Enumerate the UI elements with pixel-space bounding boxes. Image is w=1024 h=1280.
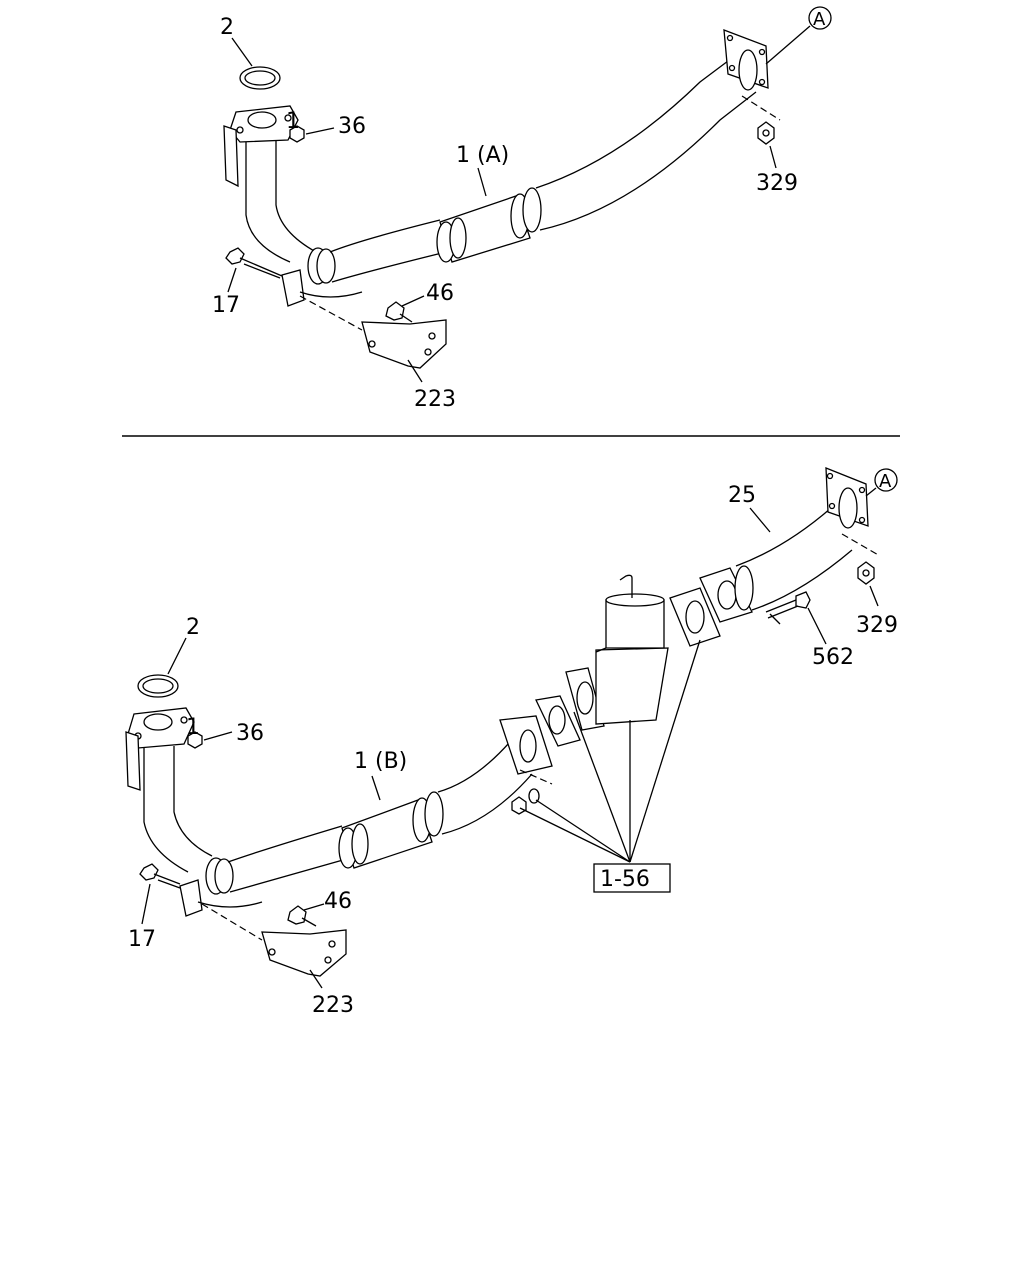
bottom-label-one: 1 [186,715,200,740]
top-label-one: 1 [286,109,300,134]
bottom-ref-a: A [879,471,892,492]
top-label-nut-329: 329 [756,171,798,196]
top-bracket-223 [361,319,447,369]
bottom-catalytic-converter [338,791,444,869]
bottom-label-pipe-1b: 1 (B) [354,749,407,774]
bottom-gasket-ring [137,674,179,698]
bottom-bolt-46 [287,905,317,927]
bottom-label-bolt-46: 46 [324,889,352,914]
bottom-exhaust-brake-unit [595,574,669,725]
bottom-assembly: 2 1 36 1 (B) 25 A 329 562 1-56 17 46 223 [125,467,898,1018]
top-ref-a: A [813,9,826,30]
bottom-gasket-plate-2 [565,667,605,731]
top-main-pipe [329,219,441,253]
bottom-bolt-17 [139,863,181,889]
top-nut-329 [757,121,775,145]
bottom-rear-flange [825,467,869,529]
bottom-front-flange [125,707,195,791]
bottom-ref-box [593,863,671,893]
top-catalytic-converter [436,187,542,263]
bottom-nut-36 [187,731,203,749]
bottom-label-ref-box: 1-56 [600,867,650,892]
top-label-pipe-1a: 1 (A) [456,143,509,168]
bottom-gasket-plate-1 [535,695,581,747]
top-label-gasket: 2 [220,15,234,40]
bottom-pipe-flange [499,715,553,775]
bottom-bracket-223 [261,929,347,977]
bottom-label-bracket-223: 223 [312,993,354,1018]
top-assembly: 2 1 36 1 (A) A 329 17 46 223 [212,6,832,412]
bottom-label-pipe-25: 25 [728,483,756,508]
bottom-flex-joint [179,857,234,917]
top-rear-flange [723,29,769,91]
bottom-label-bolt-17: 17 [128,927,156,952]
top-label-bolt-17: 17 [212,293,240,318]
bottom-down-pipe [143,748,189,873]
bottom-nut-329 [857,561,875,585]
bottom-gasket-plate-3 [669,587,721,647]
bottom-label-nut-36: 36 [236,721,264,746]
top-rear-pipe [535,51,741,189]
top-label-bracket-223: 223 [414,387,456,412]
top-flex-joint [281,247,336,307]
top-nut-36 [289,125,305,143]
bottom-bolt-562 [765,591,811,625]
bottom-label-gasket: 2 [186,615,200,640]
top-down-pipe [245,142,291,263]
top-bolt-46 [385,301,413,323]
top-label-nut-36: 36 [338,114,366,139]
bottom-ref-leaders [519,639,701,863]
top-bolt-17 [225,247,283,279]
bottom-main-pipe [227,825,343,863]
top-label-bolt-46: 46 [426,281,454,306]
bottom-label-bolt-562: 562 [812,645,854,670]
bottom-label-nut-329: 329 [856,613,898,638]
top-gasket-ring [239,66,281,90]
top-front-flange [223,105,299,188]
